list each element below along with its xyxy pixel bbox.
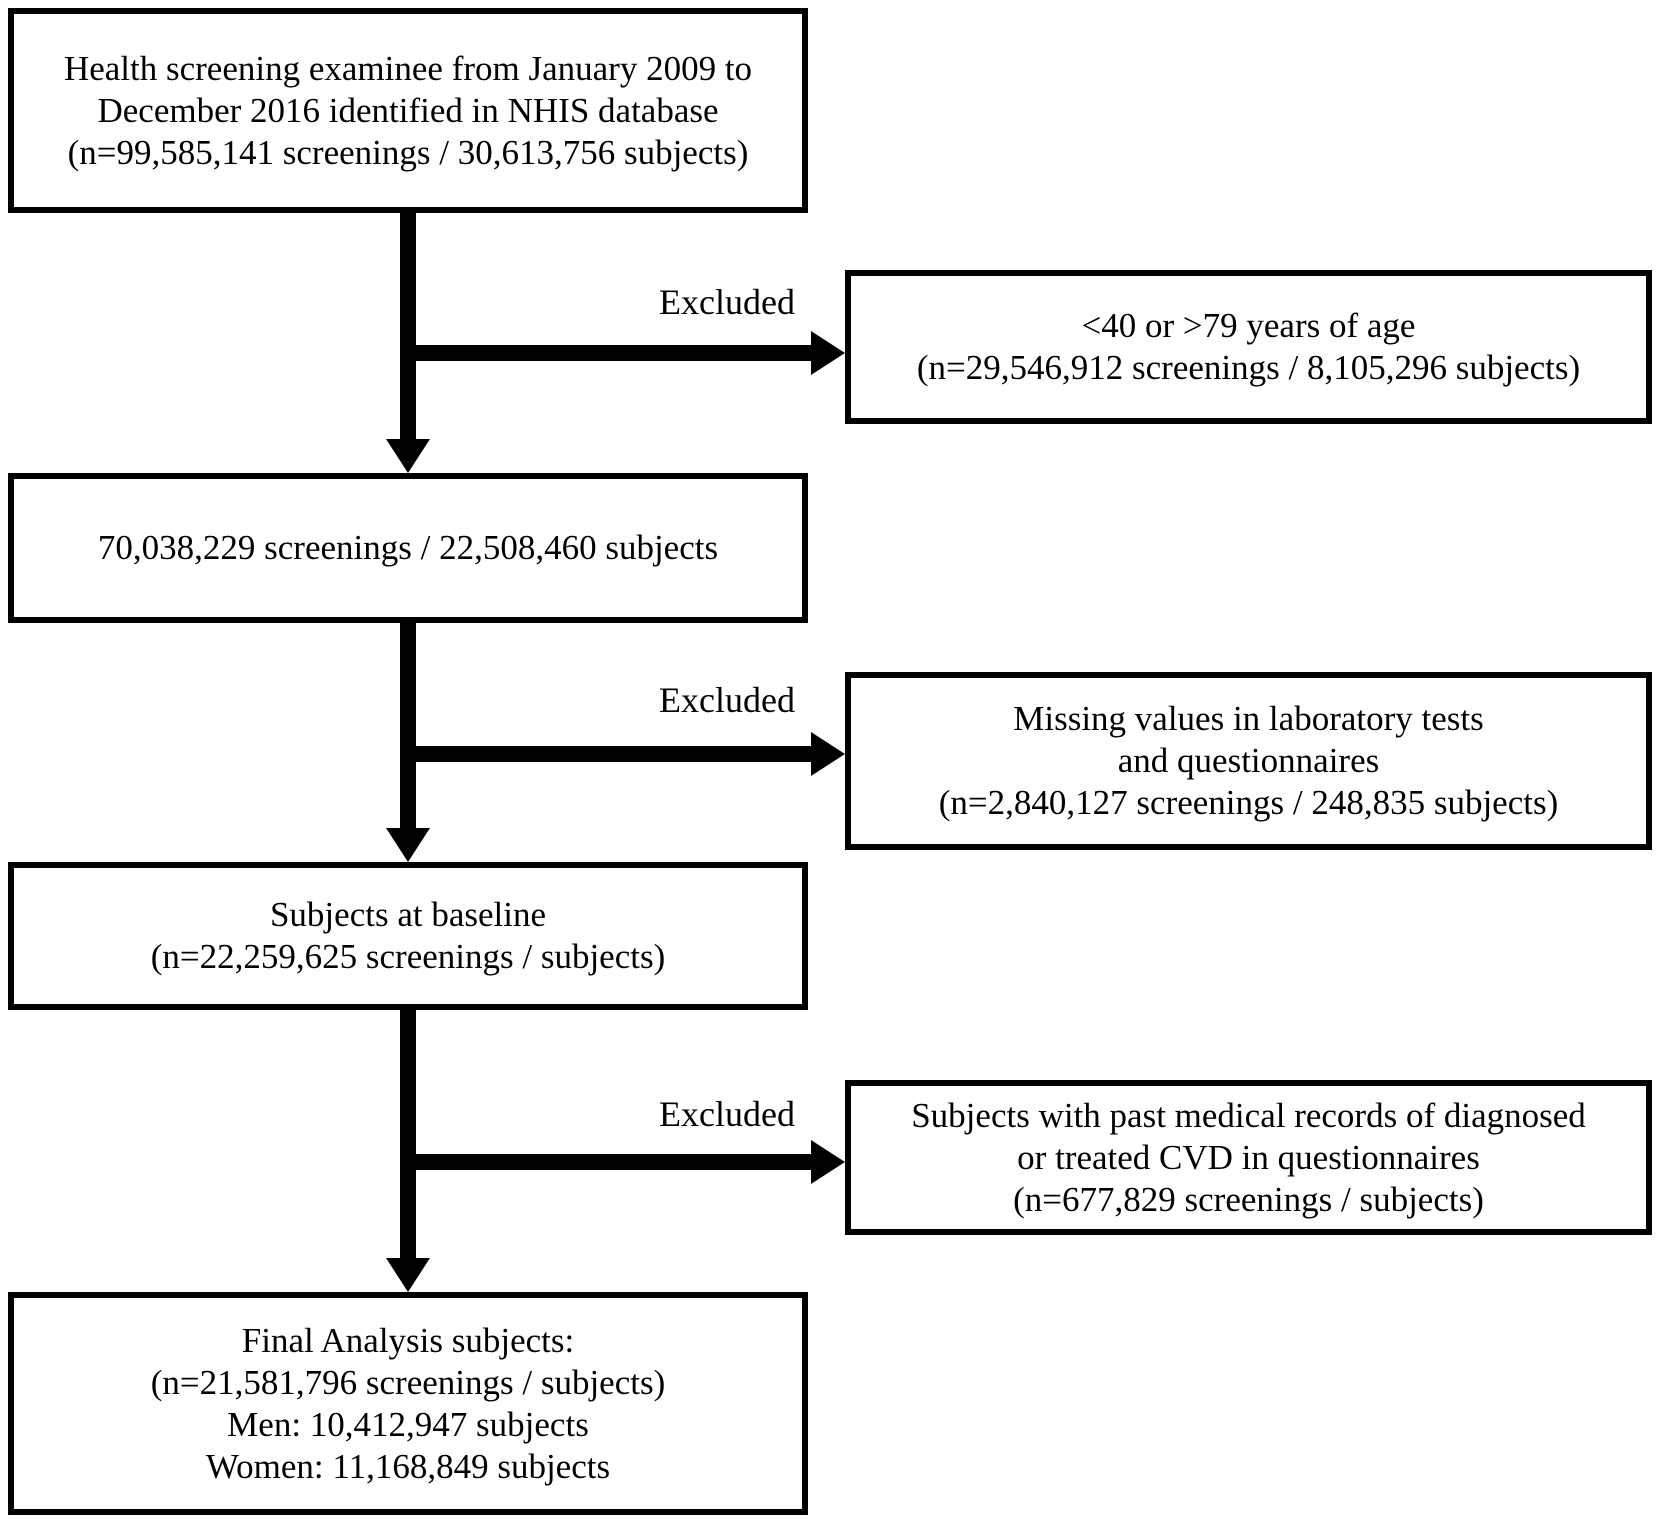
box-text-line: 70,038,229 screenings / 22,508,460 subje…: [97, 528, 719, 567]
box-text-line: (n=2,840,127 screenings / 248,835 subjec…: [938, 783, 1559, 822]
box-text-line: (n=29,546,912 screenings / 8,105,296 sub…: [916, 348, 1581, 387]
right-arrowhead-icon-2: [811, 732, 845, 776]
box-text-line: December 2016 identified in NHIS databas…: [97, 90, 719, 130]
box-text-line: Missing values in laboratory tests: [1013, 699, 1484, 738]
box-text-line: Final Analysis subjects:: [241, 1320, 575, 1360]
right-arrow-shaft-2: [400, 746, 811, 762]
right-arrowhead-icon-3: [811, 1140, 845, 1184]
box-text-line: (n=21,581,796 screenings / subjects): [150, 1362, 666, 1402]
down-arrowhead-icon-3: [386, 1258, 430, 1292]
flow-box-subjects-at-baseline: Subjects at baseline (n=22,259,625 scree…: [8, 862, 808, 1010]
box-text-line: Subjects with past medical records of di…: [911, 1095, 1586, 1135]
box-text-line: Women: 11,168,849 subjects: [205, 1446, 611, 1486]
flow-box-source-population: Health screening examinee from January 2…: [8, 8, 808, 213]
right-arrowhead-icon-1: [811, 331, 845, 375]
flow-box-after-age-exclusion: 70,038,229 screenings / 22,508,460 subje…: [8, 473, 808, 623]
box-text-line: and questionnaires: [1117, 741, 1380, 780]
down-arrowhead-icon-2: [386, 828, 430, 862]
flow-box-cvd-history-exclusion: Subjects with past medical records of di…: [845, 1080, 1652, 1235]
down-arrowhead-icon-1: [386, 439, 430, 473]
right-arrow-shaft-3: [400, 1154, 811, 1170]
box-text-line: (n=22,259,625 screenings / subjects): [150, 937, 666, 976]
down-arrow-shaft-1: [400, 213, 416, 439]
box-text-line: or treated CVD in questionnaires: [1017, 1137, 1480, 1177]
down-arrow-shaft-2: [400, 623, 416, 828]
excluded-label-2: Excluded: [659, 680, 795, 720]
down-arrow-shaft-3: [400, 1010, 416, 1258]
flow-box-missing-values-exclusion: Missing values in laboratory tests and q…: [845, 672, 1652, 850]
excluded-label-3: Excluded: [659, 1094, 795, 1134]
box-text-line: Men: 10,412,947 subjects: [227, 1404, 589, 1444]
right-arrow-shaft-1: [400, 345, 811, 361]
box-text-line: (n=99,585,141 screenings / 30,613,756 su…: [67, 132, 749, 172]
box-text-line: <40 or >79 years of age: [1081, 306, 1416, 345]
flow-box-age-exclusion: <40 or >79 years of age (n=29,546,912 sc…: [845, 270, 1652, 424]
excluded-label-1: Excluded: [659, 282, 795, 322]
box-text-line: (n=677,829 screenings / subjects): [1013, 1179, 1484, 1219]
box-text-line: Health screening examinee from January 2…: [63, 48, 753, 88]
box-text-line: Subjects at baseline: [269, 895, 547, 934]
flow-box-final-analysis: Final Analysis subjects: (n=21,581,796 s…: [8, 1292, 808, 1515]
